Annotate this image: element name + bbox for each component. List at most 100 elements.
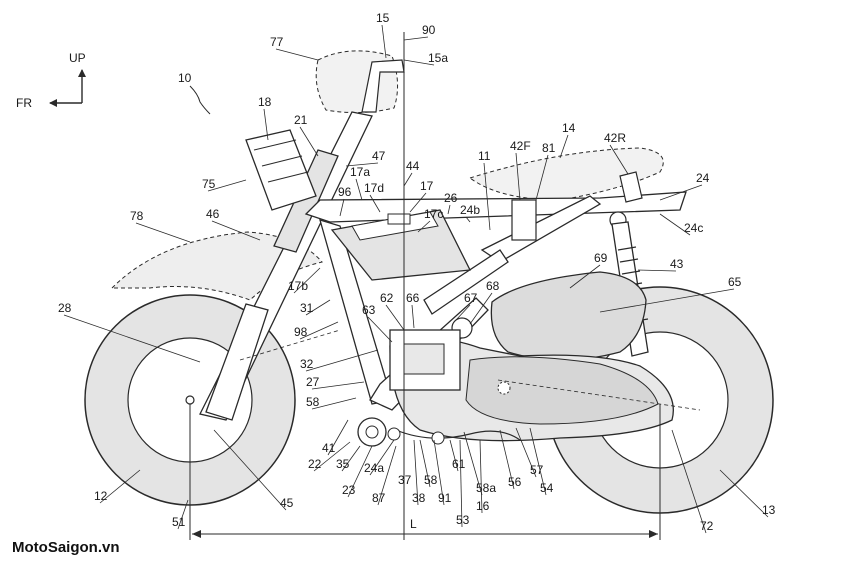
callout-leader-55 xyxy=(459,439,463,528)
callout-leader-37 xyxy=(305,349,379,372)
callout-label-14: 42R xyxy=(604,131,626,145)
callout-label-19: 17c xyxy=(424,207,443,221)
front-fork xyxy=(199,111,373,421)
headlight-housing xyxy=(245,129,317,211)
callout-leader-0 xyxy=(381,24,387,59)
link-arm xyxy=(395,429,521,441)
callout-leader-16 xyxy=(339,198,345,217)
callout-label-4: 18 xyxy=(258,95,272,109)
callout-leader-10 xyxy=(369,194,381,213)
callout-label-59: 51 xyxy=(172,515,186,529)
callout-label-51: 58a xyxy=(476,481,496,495)
callout-leader-48 xyxy=(419,439,431,488)
callout-label-57: 45 xyxy=(280,496,294,510)
callout-label-32: 62 xyxy=(380,291,394,305)
callout-label-21: 24 xyxy=(696,171,710,185)
callout-leader-12 xyxy=(515,152,521,201)
headlight-line-c xyxy=(267,171,309,183)
up-label: UP xyxy=(69,51,86,65)
direction-indicator: UP FR xyxy=(16,51,86,110)
callout-label-35: 28 xyxy=(58,301,72,315)
callout-leader-42 xyxy=(341,445,361,472)
callout-label-31: 67 xyxy=(464,291,478,305)
callout-label-20: 11 xyxy=(478,149,491,163)
callout-leader-6 xyxy=(345,162,379,167)
callout-leader-50 xyxy=(449,439,459,472)
callout-leader-9 xyxy=(409,192,427,213)
callout-leader-52 xyxy=(499,429,515,490)
battery-terminal xyxy=(387,213,411,225)
callout-label-54: 54 xyxy=(540,481,554,495)
callout-leader-20 xyxy=(483,162,491,231)
callout-leader-44 xyxy=(369,439,395,476)
callout-label-41: 22 xyxy=(308,457,322,471)
callout-leader-30 xyxy=(469,292,493,325)
motor-inner xyxy=(403,343,445,375)
callout-label-16: 96 xyxy=(338,185,352,199)
callout-label-49: 91 xyxy=(438,491,452,505)
callout-leader-34 xyxy=(367,316,393,343)
front-axle xyxy=(185,395,195,405)
callout-leader-36 xyxy=(299,321,339,340)
callout-label-22: 78 xyxy=(130,209,144,223)
callout-label-56: 16 xyxy=(476,499,490,513)
callout-leader-11 xyxy=(559,134,569,159)
callout-label-13: 81 xyxy=(542,141,556,155)
callout-label-7: 44 xyxy=(406,159,420,173)
callout-label-10: 17d xyxy=(364,181,384,195)
callout-label-61: 13 xyxy=(762,503,776,517)
callout-leader-3 xyxy=(403,59,435,66)
callout-label-17: 26 xyxy=(444,191,458,205)
callout-leader-1 xyxy=(403,36,429,41)
figure-ref-label: 10 xyxy=(178,71,192,85)
callout-label-34: 63 xyxy=(362,303,376,317)
callout-leader-57 xyxy=(213,429,287,511)
callout-label-27: 65 xyxy=(728,275,742,289)
callout-label-18: 24b xyxy=(460,203,480,217)
callout-label-37: 32 xyxy=(300,357,314,371)
callout-label-48: 58 xyxy=(424,473,438,487)
callout-leader-31 xyxy=(455,304,471,321)
front-wheel xyxy=(84,294,296,506)
callout-leader-2 xyxy=(275,48,319,61)
callout-leader-24 xyxy=(659,213,691,236)
callout-label-23: 46 xyxy=(206,207,220,221)
callout-label-1: 90 xyxy=(422,23,436,37)
callout-leader-41 xyxy=(313,441,351,472)
front-label: FR xyxy=(16,96,32,110)
dimension-label: L xyxy=(410,517,417,531)
callout-leader-17 xyxy=(447,204,451,215)
callout-label-55: 53 xyxy=(456,513,470,527)
callout-label-25: 43 xyxy=(670,257,684,271)
callout-leader-33 xyxy=(411,304,415,329)
callout-leader-35 xyxy=(63,314,201,363)
callout-leader-29 xyxy=(305,299,331,316)
callout-leader-54 xyxy=(529,427,547,496)
callout-leader-5 xyxy=(299,126,319,157)
callout-leader-49 xyxy=(433,439,445,506)
callout-label-33: 66 xyxy=(406,291,420,305)
callout-leader-53 xyxy=(515,427,537,478)
callout-leader-59 xyxy=(177,499,189,530)
engine-shaft xyxy=(497,381,511,395)
handlebar xyxy=(361,59,405,113)
callout-label-42: 35 xyxy=(336,457,350,471)
callout-leader-25 xyxy=(637,269,677,272)
callout-leader-60 xyxy=(671,429,707,534)
callout-label-39: 58 xyxy=(306,395,320,409)
callout-label-47: 38 xyxy=(412,491,426,505)
steering-head xyxy=(273,149,339,253)
callout-leader-39 xyxy=(311,397,357,410)
callout-leader-7 xyxy=(403,172,413,187)
callout-label-29: 31 xyxy=(300,301,314,315)
link-pin-a xyxy=(387,427,401,441)
callout-label-30: 68 xyxy=(486,279,500,293)
figure-ref-leader xyxy=(189,85,211,115)
callout-leader-45 xyxy=(377,445,397,506)
callout-label-36: 98 xyxy=(294,325,308,339)
headlight-line-b xyxy=(261,155,303,167)
callout-label-2: 77 xyxy=(270,35,284,49)
